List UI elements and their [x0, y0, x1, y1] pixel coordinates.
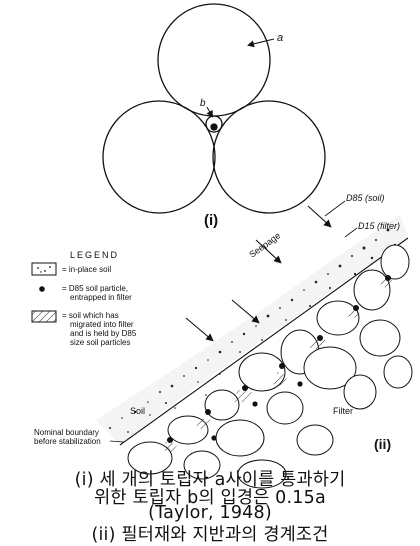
three-particle-diagram — [102, 3, 326, 214]
particle-a-left — [102, 100, 216, 214]
caption-line-1: (i) 세 개의 토립자 a사이를 통과하기 — [74, 470, 346, 490]
caption-line-3: (Taylor, 1948) — [148, 503, 272, 523]
seepage-label: Seepage — [247, 230, 282, 259]
legend-migrated-soil-swatch — [31, 310, 57, 323]
soil-zone — [96, 215, 408, 445]
particle-a-right — [212, 100, 326, 214]
legend-migrated-soil-text-2: migrated into filter — [70, 320, 134, 329]
d15-filter-label: D15 (filter) — [358, 221, 400, 231]
legend-d85-particle-swatch — [39, 286, 45, 292]
filter-label: Filter — [333, 406, 353, 416]
legend-in-place-soil-swatch — [31, 262, 57, 276]
figure-ii-label: (ii) — [374, 436, 391, 452]
soil-filter-diagram: Seepage D85 (soil) D15 (filter) Soil Fil… — [34, 193, 413, 489]
filter-particles — [127, 244, 413, 489]
particle-a-label: a — [277, 32, 283, 44]
legend-migrated-soil-text-3: and is held by D85 — [70, 329, 137, 338]
caption-line-4: (ii) 필터재와 지반과의 경계조건 — [91, 525, 329, 545]
d15-filter-leader — [344, 227, 358, 238]
figure-i-label: (i) — [204, 212, 218, 229]
legend-migrated-soil-text-1: = soil which has — [62, 311, 119, 320]
seepage-arrows — [185, 205, 332, 342]
particle-b-label: b — [200, 98, 206, 109]
nominal-boundary-label-1: Nominal boundary — [34, 428, 99, 437]
d85-particles — [167, 275, 391, 443]
particle-b-core — [210, 123, 218, 131]
d85-soil-label: D85 (soil) — [346, 193, 385, 203]
soil-label: Soil — [130, 406, 145, 416]
particle-b — [205, 115, 223, 133]
caption-line-2: 위한 토립자 b의 입경은 0.15a — [94, 488, 326, 508]
legend: LEGEND = in-place soil = D85 soil partic… — [31, 250, 137, 347]
legend-in-place-soil-text: = in-place soil — [62, 265, 111, 274]
legend-migrated-soil-text-4: size soil particles — [70, 338, 130, 347]
nominal-boundary-leader — [109, 440, 125, 443]
particle-b-arrow — [206, 106, 213, 118]
legend-d85-particle-text-1: = D85 soil particle, — [62, 284, 128, 293]
d85-soil-leader — [324, 200, 346, 217]
soil-filter-interface — [119, 237, 409, 446]
particle-a-arrow — [247, 38, 275, 48]
nominal-boundary-label-2: before stabilization — [34, 437, 101, 446]
legend-title: LEGEND — [70, 250, 119, 260]
legend-d85-particle-text-2: entrapped in filter — [70, 293, 132, 302]
particle-a-top — [157, 3, 271, 117]
soil-dots — [109, 228, 397, 433]
